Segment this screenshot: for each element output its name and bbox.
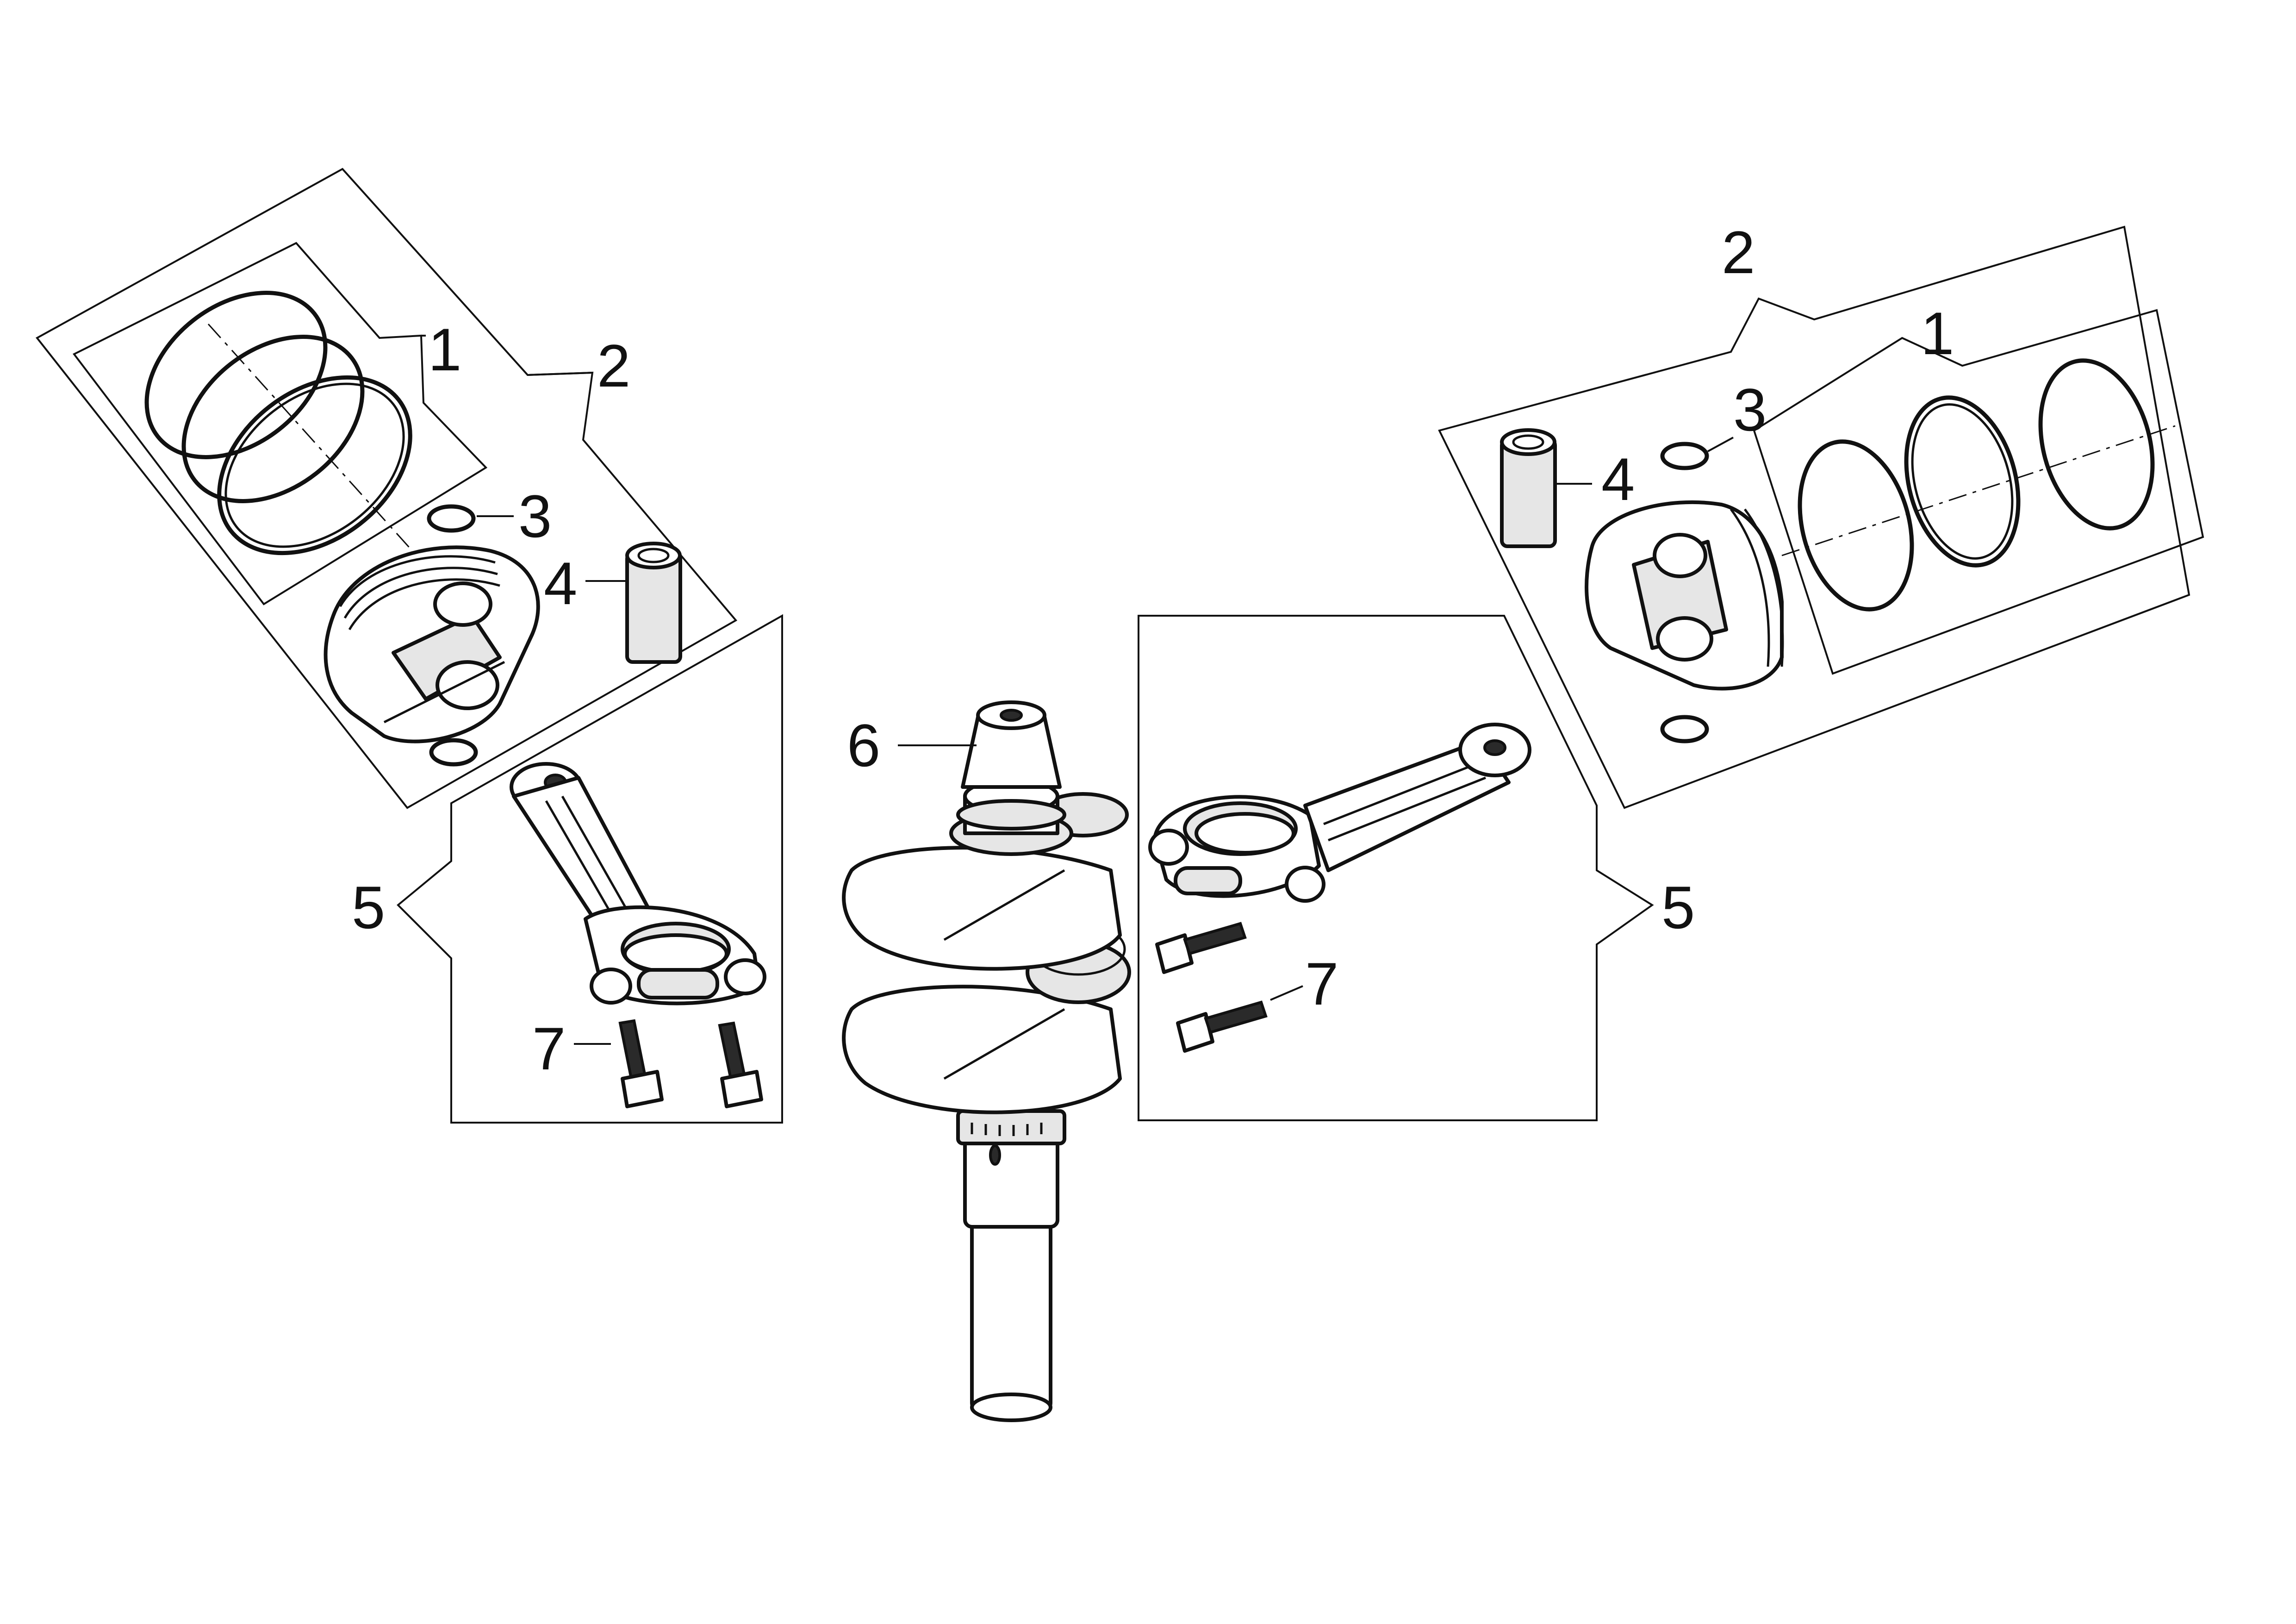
left-piston-pin-clip[interactable]: [427, 504, 476, 533]
left-piston-kit-frame: [35, 168, 738, 809]
left-connecting-rod-assembly: 5 7: [352, 614, 783, 1124]
left-piston-pin[interactable]: [625, 542, 682, 664]
right-piston-rings[interactable]: [1781, 348, 2176, 622]
right-piston[interactable]: [1585, 500, 1784, 691]
left-rod-bolts[interactable]: [618, 1019, 763, 1108]
left-piston[interactable]: [324, 545, 540, 743]
callout-right-piston-kit: 2: [1722, 219, 1755, 286]
callout-right-rod: 5: [1661, 874, 1695, 941]
right-connecting-rod[interactable]: [1148, 723, 1531, 903]
callout-left-rings: 1: [428, 316, 461, 383]
callout-right-pin: 4: [1601, 445, 1635, 513]
crankshaft-group: 6: [842, 700, 1131, 1422]
callout-left-piston-kit: 2: [597, 332, 630, 400]
left-connecting-rod[interactable]: [510, 762, 766, 1006]
right-connecting-rod-assembly: 5 7: [1138, 615, 1695, 1121]
right-piston-pin-clip-lower[interactable]: [1660, 715, 1709, 743]
crankshaft[interactable]: [842, 700, 1131, 1422]
right-piston-assembly: 2 1 3 4: [1438, 219, 2204, 809]
left-piston-pin-clip-lower[interactable]: [429, 738, 478, 767]
callout-left-clip: 3: [518, 482, 552, 550]
left-piston-assembly: 1 2 3 4: [35, 168, 738, 809]
callout-right-clip: 3: [1733, 376, 1767, 443]
right-clip-leader: [1707, 437, 1734, 452]
right-piston-kit-frame: [1438, 225, 2190, 809]
left-kit-leader: [527, 372, 593, 376]
callout-left-pin: 4: [544, 550, 577, 617]
callout-left-bolt: 7: [532, 1015, 566, 1082]
right-rod-frame: [1138, 615, 1654, 1121]
left-ring-set-frame: [72, 242, 488, 606]
callout-right-bolt: 7: [1305, 950, 1338, 1018]
right-piston-pin[interactable]: [1500, 428, 1557, 548]
callout-crankshaft: 6: [847, 712, 880, 779]
right-rod-bolts[interactable]: [1155, 922, 1268, 1053]
callout-right-rings: 1: [1921, 300, 1954, 367]
left-piston-rings[interactable]: [115, 259, 444, 589]
right-piston-pin-clip[interactable]: [1660, 442, 1709, 470]
right-ring-set-frame: [1753, 309, 2204, 675]
callout-left-rod: 5: [352, 874, 385, 941]
right-bolt-leader: [1270, 985, 1303, 1001]
left-rod-frame: [397, 614, 783, 1124]
